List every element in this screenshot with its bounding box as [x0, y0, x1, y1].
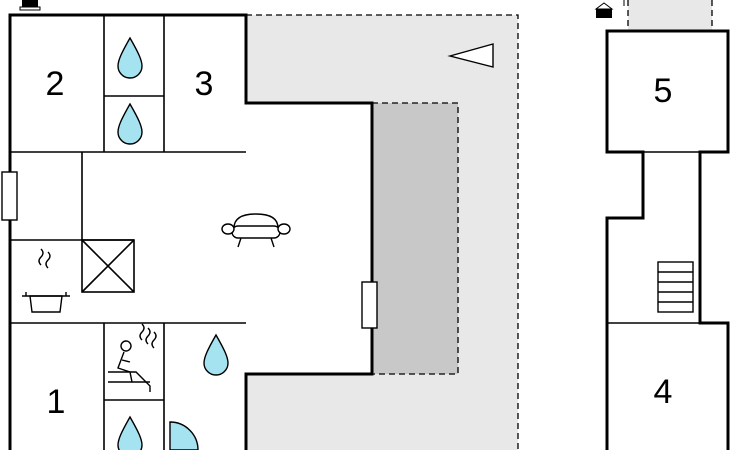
north-arrow-icon [447, 43, 494, 68]
room-label-3: 3 [195, 65, 214, 103]
stairs-icon [657, 261, 694, 313]
window-right [361, 281, 378, 329]
stove-icon [22, 248, 70, 313]
water-drop-icon [203, 333, 229, 376]
sofa-icon [221, 213, 291, 248]
main-building-walls [8, 13, 374, 450]
room-label-2: 2 [46, 65, 65, 103]
room-label-1: 1 [47, 383, 66, 421]
shower-icon [169, 421, 199, 450]
window-left [1, 171, 18, 221]
room-label-5: 5 [654, 72, 673, 110]
terrace-strip [627, 0, 713, 31]
water-drop-icon [117, 36, 143, 79]
covered-area [372, 102, 459, 375]
annex-interior-walls [607, 151, 700, 324]
sauna-icon [108, 323, 157, 392]
water-drop-icon [117, 415, 143, 450]
kitchen-counter-icon [81, 239, 135, 293]
water-drop-icon [117, 102, 143, 145]
interior-walls [10, 15, 246, 450]
annex-building-walls [605, 29, 730, 450]
lamp-icon [19, 0, 41, 11]
room-label-4: 4 [654, 373, 673, 411]
lamp-icon [594, 0, 625, 18]
